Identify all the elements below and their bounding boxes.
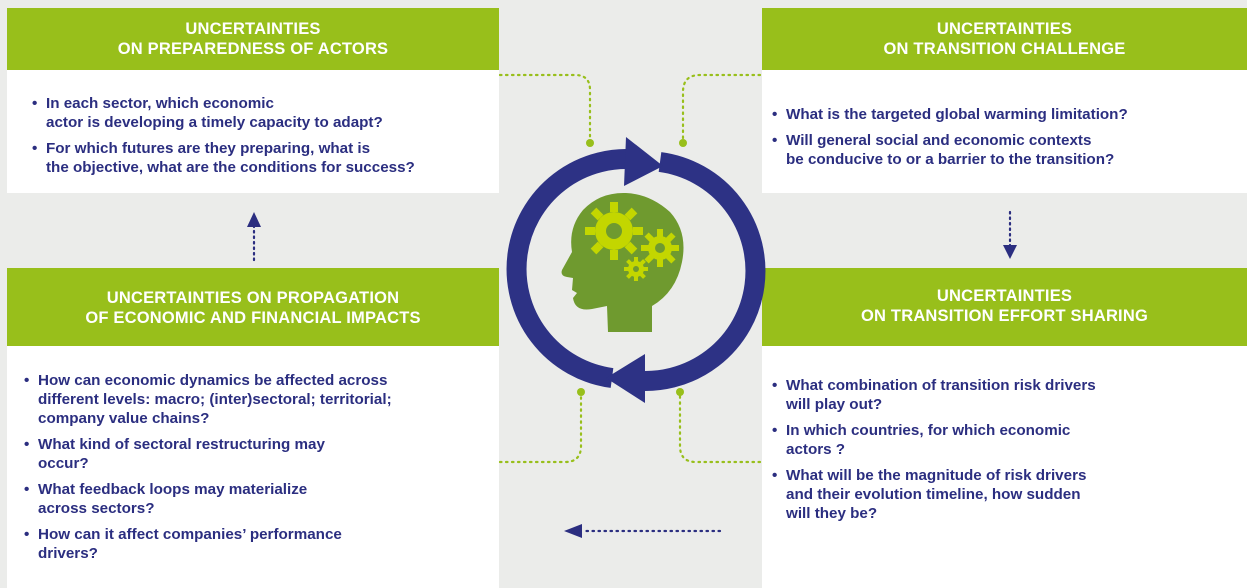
list-item: For which futures are they preparing, wh… bbox=[32, 139, 492, 177]
bullet-line: How can economic dynamics be affected ac… bbox=[38, 372, 388, 389]
bullet-line: For which futures are they preparing, wh… bbox=[46, 140, 371, 157]
bullet-line: What will be the magnitude of risk drive… bbox=[786, 467, 1087, 484]
effort-sharing-title-line1: UNCERTAINTIES bbox=[936, 287, 1073, 305]
bullet-line: drivers? bbox=[38, 545, 98, 562]
cycle-arrowhead-top bbox=[624, 137, 663, 186]
head-with-gears-icon bbox=[561, 192, 684, 332]
bullet-line: In which countries, for which economic bbox=[786, 422, 1071, 439]
preparedness-header: UNCERTAINTIES ON PREPAREDNESS OF ACTORS bbox=[7, 8, 499, 70]
arrow-up-left bbox=[247, 212, 261, 262]
propagation-bullet-list: How can economic dynamics be affected ac… bbox=[24, 371, 494, 570]
propagation-title-line1: UNCERTAINTIES ON PROPAGATION bbox=[106, 289, 400, 307]
connector-dot bbox=[577, 388, 585, 396]
connector-bottom-right bbox=[678, 393, 762, 464]
connector-dot bbox=[679, 139, 687, 147]
list-item: What will be the magnitude of risk drive… bbox=[772, 466, 1232, 523]
bullet-line: What is the targeted global warming limi… bbox=[786, 106, 1128, 123]
bullet-line: company value chains? bbox=[38, 410, 210, 427]
list-item: What feedback loops may materialize acro… bbox=[24, 480, 494, 518]
bullet-line: What kind of sectoral restructuring may bbox=[38, 436, 325, 453]
bullet-line: will they be? bbox=[786, 505, 878, 522]
list-item: Will general social and economic context… bbox=[772, 131, 1242, 169]
propagation-header: UNCERTAINTIES ON PROPAGATION OF ECONOMIC… bbox=[7, 268, 499, 346]
bullet-line: will play out? bbox=[786, 396, 883, 413]
preparedness-bullet-list: In each sector, which economic actor is … bbox=[32, 94, 492, 184]
effort-sharing-title-line2: ON TRANSITION EFFORT SHARING bbox=[860, 307, 1148, 325]
preparedness-title-line2: ON PREPAREDNESS OF ACTORS bbox=[117, 40, 389, 58]
list-item: What kind of sectoral restructuring may … bbox=[24, 435, 494, 473]
bullet-line: In each sector, which economic bbox=[46, 95, 274, 112]
effort-sharing-bullet-list: What combination of transition risk driv… bbox=[772, 376, 1232, 530]
list-item: What is the targeted global warming limi… bbox=[772, 105, 1242, 124]
effort-sharing-header: UNCERTAINTIES ON TRANSITION EFFORT SHARI… bbox=[762, 268, 1247, 346]
circular-arrows-icon bbox=[506, 149, 766, 391]
bullet-line: occur? bbox=[38, 455, 89, 472]
list-item: In which countries, for which economic a… bbox=[772, 421, 1232, 459]
transition-challenge-title-line2: ON TRANSITION CHALLENGE bbox=[883, 40, 1126, 58]
preparedness-title-line1: UNCERTAINTIES bbox=[185, 20, 321, 38]
connector-bottom-left bbox=[498, 393, 583, 464]
cycle-arrowhead-bottom bbox=[606, 354, 645, 403]
bullet-line: and their evolution timeline, how sudden bbox=[786, 486, 1081, 503]
list-item: What combination of transition risk driv… bbox=[772, 376, 1232, 414]
connector-dot bbox=[676, 388, 684, 396]
bullet-line: What combination of transition risk driv… bbox=[786, 377, 1096, 394]
list-item: In each sector, which economic actor is … bbox=[32, 94, 492, 132]
connector-dot bbox=[586, 139, 594, 147]
bullet-line: the objective, what are the conditions f… bbox=[46, 159, 415, 176]
transition-challenge-title-line1: UNCERTAINTIES bbox=[936, 20, 1073, 38]
bullet-line: different levels: macro; (inter)sectoral… bbox=[38, 391, 392, 408]
bullet-line: Will general social and economic context… bbox=[786, 132, 1092, 149]
bullet-line: How can it affect companies’ performance bbox=[38, 526, 342, 543]
list-item: How can economic dynamics be affected ac… bbox=[24, 371, 494, 428]
transition-challenge-header: UNCERTAINTIES ON TRANSITION CHALLENGE bbox=[762, 8, 1247, 70]
arrow-down-right bbox=[1003, 210, 1017, 259]
arrow-left-bottom bbox=[564, 524, 722, 538]
bullet-line: be conducive to or a barrier to the tran… bbox=[786, 151, 1115, 168]
bullet-line: actors ? bbox=[786, 441, 846, 458]
bullet-line: What feedback loops may materialize bbox=[38, 481, 308, 498]
bullet-line: actor is developing a timely capacity to… bbox=[46, 114, 383, 131]
connector-top-left bbox=[498, 73, 592, 142]
bullet-line: across sectors? bbox=[38, 500, 155, 517]
propagation-title-line2: OF ECONOMIC AND FINANCIAL IMPACTS bbox=[85, 309, 421, 327]
transition-challenge-bullet-list: What is the targeted global warming limi… bbox=[772, 105, 1242, 176]
list-item: How can it affect companies’ performance… bbox=[24, 525, 494, 563]
connector-top-right bbox=[681, 73, 762, 142]
